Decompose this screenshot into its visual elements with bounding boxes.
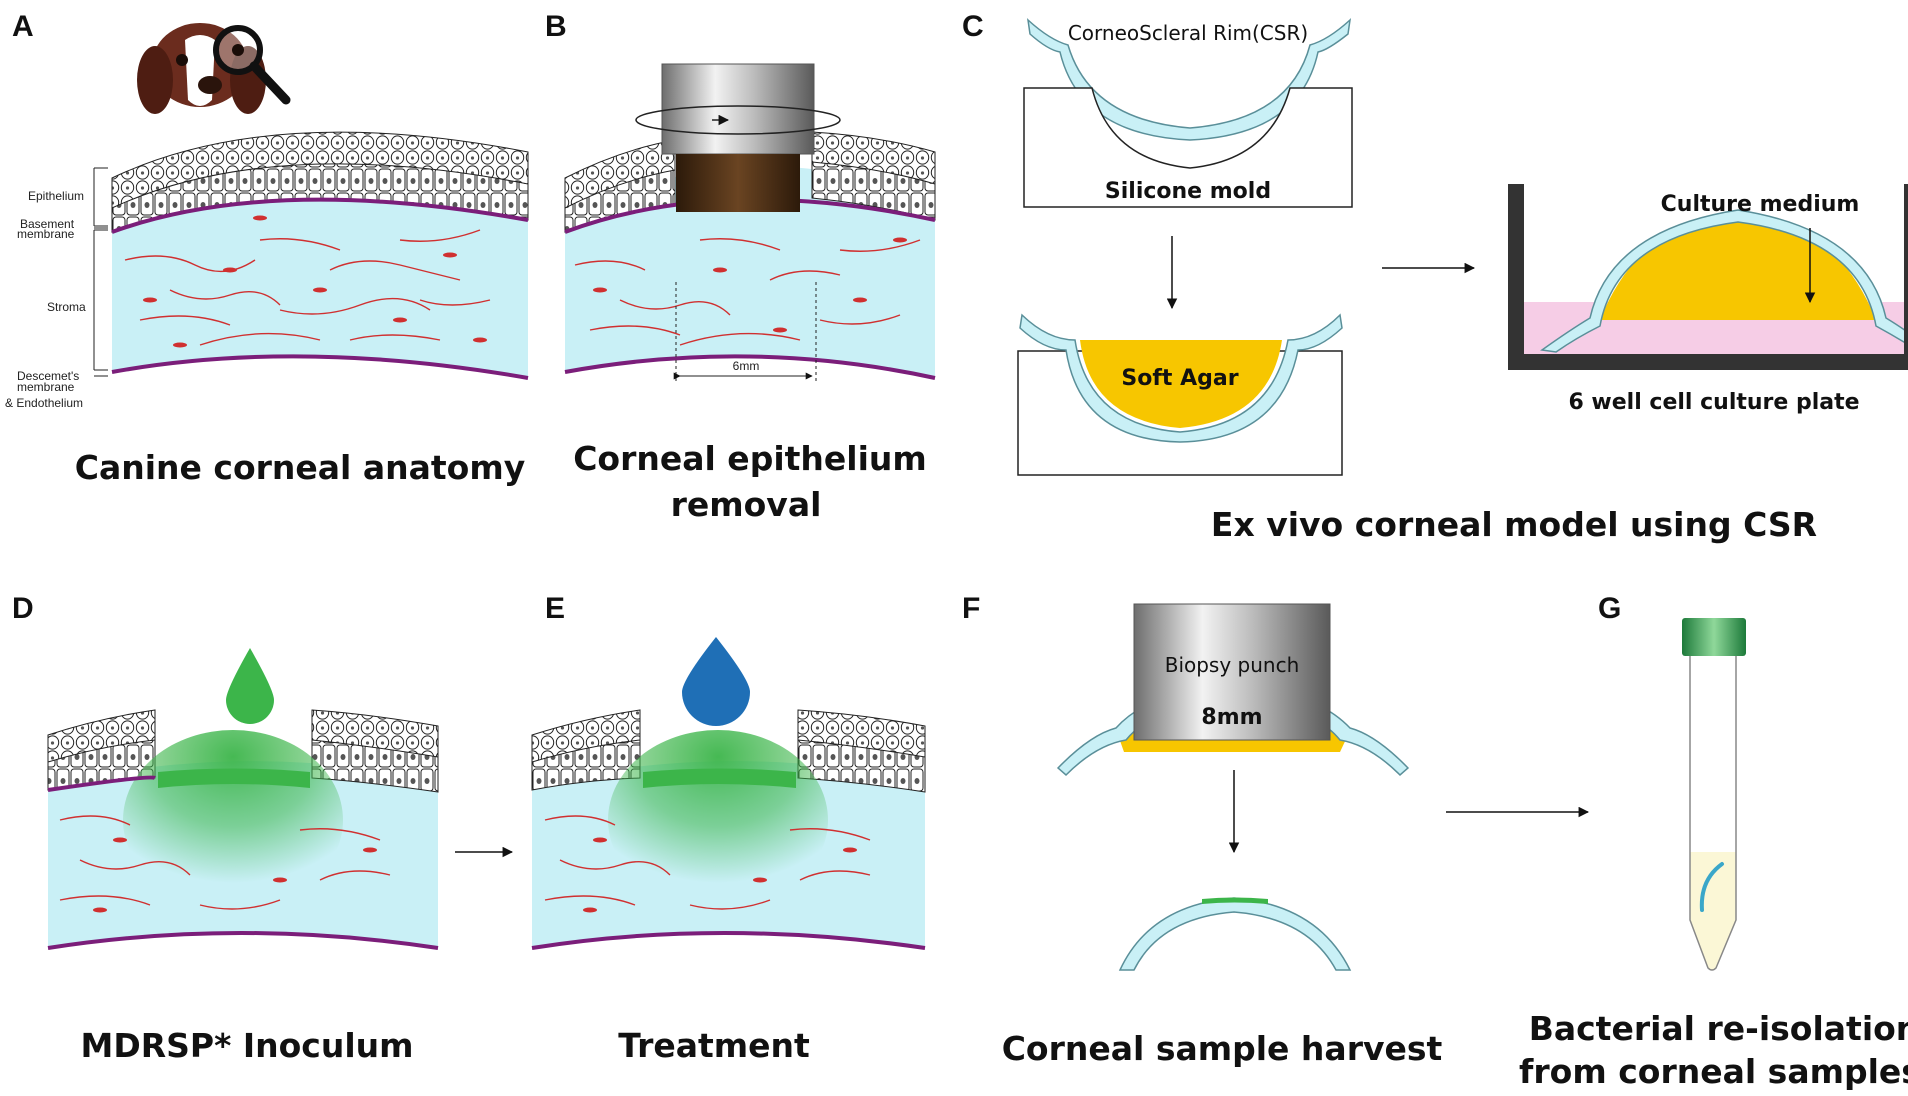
caption-a: Canine corneal anatomy (75, 448, 525, 487)
caption-g-line1: Bacterial re-isolation (1529, 1009, 1908, 1048)
panel-d-letter: D (12, 592, 34, 625)
inoculum-drop-icon (226, 648, 274, 724)
dog-head-icon (137, 23, 291, 114)
label-descemet-1: Descemet's (17, 369, 79, 383)
csr-label: CorneoScleral Rim(CSR) (1068, 21, 1308, 45)
medium-label: Culture medium (1661, 192, 1860, 217)
width-label: 6mm (733, 359, 760, 373)
treatment-drop-icon (682, 637, 750, 726)
cornea-section-b (564, 131, 936, 380)
caption-g-line2: from corneal samples (1519, 1052, 1908, 1091)
culture-plate-well (1508, 184, 1908, 370)
plate-label: 6 well cell culture plate (1568, 390, 1859, 415)
label-basement-1: Basement (20, 217, 75, 231)
csr-on-agar-f (1056, 603, 1410, 777)
cornea-section-a (111, 131, 529, 380)
label-descemet-2: membrane (17, 380, 75, 394)
caption-c: Ex vivo corneal model using CSR (1211, 505, 1817, 544)
panel-f-letter: F (962, 592, 980, 625)
cornea-section-e (531, 709, 926, 950)
label-descemet-3: & Endothelium (5, 396, 83, 410)
caption-d: MDRSP* Inoculum (80, 1026, 413, 1065)
label-stroma: Stroma (47, 300, 86, 314)
mold-label: Silicone mold (1105, 179, 1271, 204)
width-marker (673, 282, 817, 382)
caption-e: Treatment (618, 1026, 810, 1065)
panel-c-letter: C (962, 10, 984, 43)
caption-f: Corneal sample harvest (1002, 1029, 1443, 1068)
cornea-section-d (47, 709, 439, 950)
harvested-sample (1118, 897, 1352, 971)
panel-b-letter: B (545, 10, 567, 43)
panel-e-letter: E (545, 592, 565, 625)
label-basement-2: membrane (17, 227, 75, 241)
label-epithelium: Epithelium (28, 189, 84, 203)
panel-a-letter: A (12, 10, 34, 43)
rotating-brush-icon (635, 63, 841, 212)
caption-b-line2: removal (671, 485, 822, 524)
silicone-mold-top (1023, 87, 1353, 208)
panel-g-letter: G (1598, 592, 1621, 625)
centrifuge-tube-icon (1682, 618, 1746, 971)
caption-b-line1: Corneal epithelium (573, 439, 927, 478)
punch-size: 8mm (1201, 705, 1262, 730)
layer-brackets (93, 167, 108, 377)
silicone-mold-bottom (1017, 313, 1343, 476)
punch-label: Biopsy punch (1165, 653, 1300, 677)
agar-label: Soft Agar (1121, 366, 1238, 391)
